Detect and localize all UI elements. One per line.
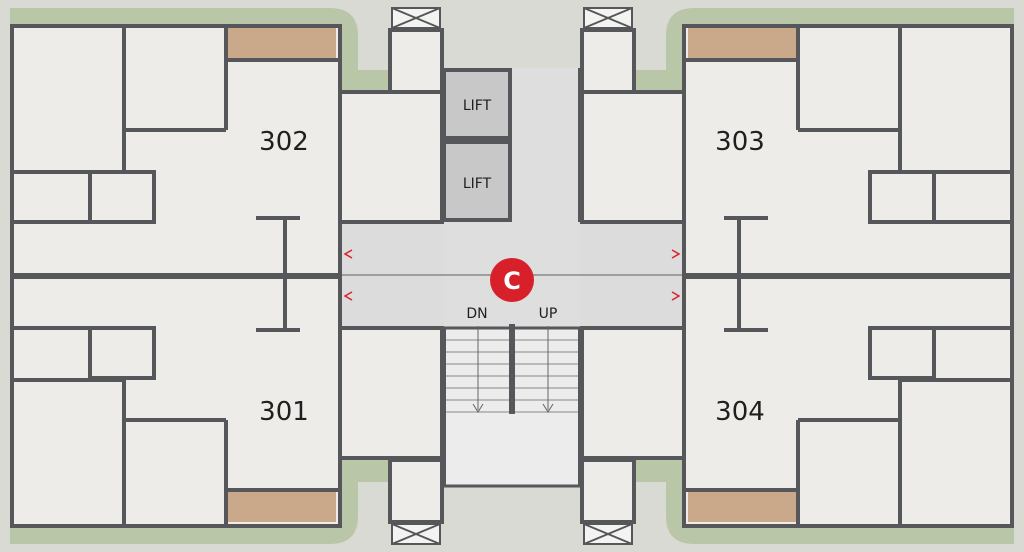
stair-up-label: UP <box>539 306 558 322</box>
lift-bottom: LIFT <box>442 140 512 222</box>
deck-302 <box>228 28 336 58</box>
service-shafts <box>391 7 633 545</box>
unit-label-304: 304 <box>715 397 765 427</box>
deck-303 <box>688 28 796 58</box>
lift-top: LIFT <box>442 68 512 140</box>
core-badge-circle <box>490 258 534 302</box>
stair-down-label: DN <box>466 306 487 322</box>
unit-label-302: 302 <box>259 127 309 157</box>
lift-bottom-label: LIFT <box>463 176 492 192</box>
unit-label-303: 303 <box>715 127 765 157</box>
unit-301: 301 <box>10 275 388 544</box>
unit-302: 302 <box>10 8 388 277</box>
core-walls <box>442 68 582 486</box>
unit-label-301: 301 <box>259 397 309 427</box>
lift-top-label: LIFT <box>463 98 492 114</box>
core-badge: C <box>490 258 534 302</box>
core-side-rooms <box>338 28 686 524</box>
entry-arrows <box>343 249 681 301</box>
staircase: DN UP <box>442 306 582 488</box>
entry-arrow-icon <box>343 291 353 301</box>
entry-arrow-icon <box>343 249 353 259</box>
unit-304: 304 <box>636 275 1014 544</box>
entry-arrow-icon <box>671 291 681 301</box>
entry-arrow-icon <box>671 249 681 259</box>
core-badge-letter: C <box>503 267 521 295</box>
unit-303: 303 <box>636 8 1014 277</box>
deck-301 <box>228 492 336 522</box>
deck-304 <box>688 492 796 522</box>
